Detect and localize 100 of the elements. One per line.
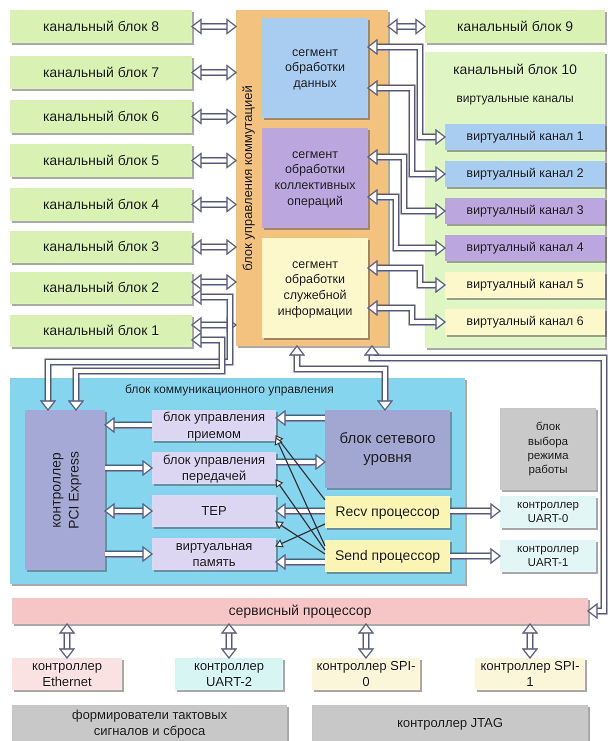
block-label: блок управления передачей	[162, 452, 266, 484]
double-arrow	[450, 503, 501, 519]
mode-select-block	[500, 408, 596, 490]
double-arrow	[191, 152, 237, 168]
double-arrow	[367, 80, 446, 182]
double-arrow	[387, 18, 426, 34]
process-block	[152, 452, 276, 484]
double-arrow	[367, 149, 446, 219]
channel-block	[425, 52, 605, 348]
block-label: канальный блок 7	[42, 64, 159, 82]
double-arrow	[367, 189, 446, 256]
double-arrow	[275, 554, 325, 570]
block-label: сервисный процессор	[228, 602, 372, 620]
block-label: TEP	[201, 502, 227, 520]
double-arrow	[367, 39, 446, 145]
block-label: контроллер PCI Express	[48, 450, 82, 531]
subheading: виртуальные каналы	[456, 90, 574, 106]
process-block	[152, 495, 276, 527]
virtual-channel-block	[445, 309, 605, 335]
channel-block	[10, 10, 192, 43]
double-arrow	[450, 548, 501, 564]
block-label: сегмент обработки коллективных операций	[274, 146, 356, 210]
double-arrow	[522, 623, 538, 659]
block-label: контроллер Ethernet	[30, 658, 103, 690]
controller-block	[312, 705, 588, 741]
double-arrow	[105, 546, 153, 562]
double-arrow	[367, 260, 446, 293]
block-label: канальный блок 6	[42, 108, 159, 126]
block-label: контроллер JTAG	[397, 714, 503, 732]
group-panel	[10, 378, 465, 584]
block-heading: блок коммуникационного управления	[125, 382, 334, 397]
block-label: канальный блок 4	[42, 196, 159, 214]
double-arrow	[367, 300, 446, 330]
block-label: Recv процессор	[335, 503, 440, 521]
block-label: сегмент обработки данных	[284, 44, 346, 92]
network-block	[325, 410, 450, 488]
block-label: блок выбора режима работы	[526, 420, 570, 478]
channel-block	[10, 188, 192, 221]
segment-block	[262, 18, 368, 118]
block-label: блок управления приемом	[162, 409, 266, 442]
block-label: блок управления коммутацией	[240, 85, 256, 271]
channel-block	[10, 144, 192, 177]
block-label: контроллер SPI-0	[316, 658, 416, 690]
double-arrow	[358, 623, 374, 659]
virtual-channel-block	[445, 235, 605, 261]
controller-block	[12, 658, 122, 690]
double-arrow	[275, 503, 325, 519]
channel-block	[10, 272, 192, 304]
switch-block	[236, 10, 388, 346]
service-processor-bar	[12, 598, 588, 624]
block-label: виртуальная память	[174, 538, 254, 570]
double-arrow	[191, 18, 237, 34]
controller-block	[25, 410, 105, 570]
block-label: виртуалный канал 2	[466, 166, 584, 182]
block-label: канальный блок 5	[42, 152, 159, 170]
block-label: виртуалный канал 4	[466, 240, 584, 256]
process-block	[152, 538, 276, 570]
virtual-channel-block	[445, 198, 605, 224]
virtual-channel-block	[445, 272, 605, 298]
double-arrow	[104, 503, 153, 519]
channel-block	[10, 231, 192, 263]
double-arrow	[104, 417, 152, 433]
clock-reset-block	[12, 705, 287, 741]
double-arrow	[191, 317, 237, 333]
block-label: контроллер UART-2	[192, 658, 265, 690]
block-label: виртуалный канал 5	[466, 277, 584, 293]
double-arrow	[191, 274, 237, 290]
double-arrow	[40, 289, 234, 411]
block-label: виртуалный канал 3	[466, 203, 584, 219]
double-arrow	[221, 623, 237, 659]
arrow	[275, 523, 326, 548]
virtual-channel-block	[445, 161, 605, 187]
double-arrow	[276, 454, 326, 470]
double-arrow	[105, 460, 153, 476]
double-arrow	[191, 108, 237, 124]
block-label: блок сетевого уровня	[338, 430, 436, 468]
controller-block	[500, 540, 596, 572]
channel-block	[10, 315, 192, 347]
arrow	[275, 521, 326, 555]
arrow	[275, 435, 326, 500]
double-arrow	[191, 64, 237, 80]
block-label: контроллер UART-0	[516, 498, 580, 526]
block-label: виртуалный канал 1	[466, 129, 584, 145]
block-label: сегмент обработки служебной информации	[276, 256, 354, 320]
block-label: канальный блок 8	[42, 18, 159, 36]
segment-block	[262, 128, 368, 228]
processor-block	[325, 540, 450, 572]
block-label: виртуалный канал 6	[466, 314, 584, 330]
double-arrow	[289, 345, 393, 411]
arrow	[275, 479, 326, 550]
virtual-channel-block	[445, 124, 605, 150]
double-arrow	[68, 332, 226, 411]
double-arrow	[364, 345, 608, 619]
double-arrow	[59, 623, 75, 659]
channel-block	[425, 10, 605, 43]
double-arrow	[191, 196, 237, 212]
processor-block	[325, 496, 450, 528]
channel-block	[10, 56, 192, 89]
block-label: Send процессор	[334, 547, 440, 565]
block-label: контроллер SPI-1	[480, 658, 580, 690]
